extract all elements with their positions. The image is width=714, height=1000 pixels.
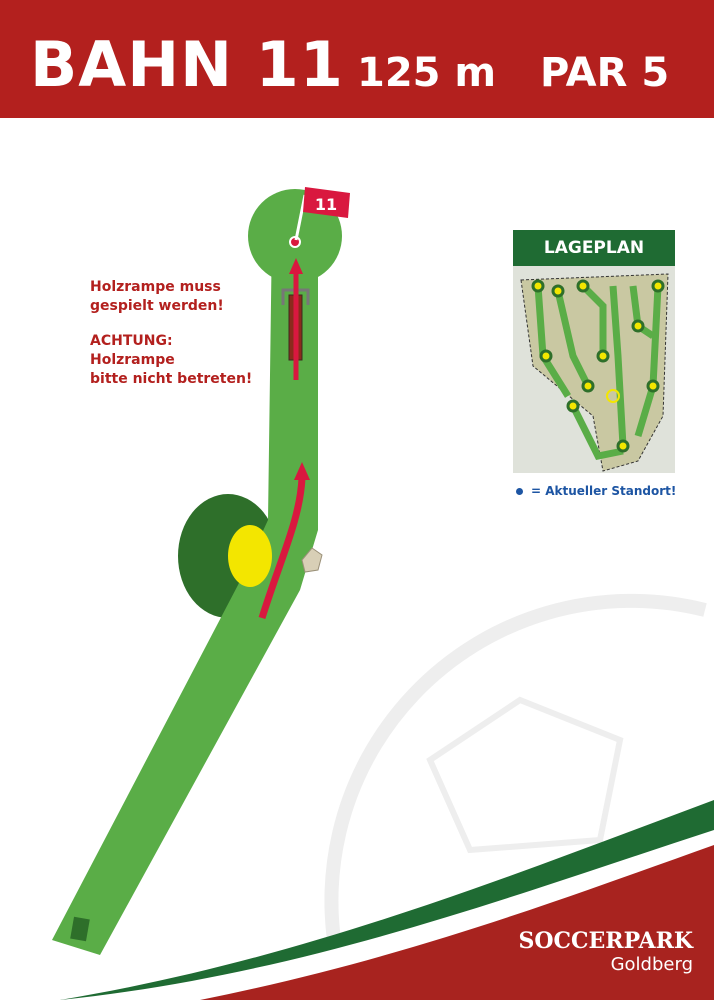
site-map-image [520, 273, 669, 472]
header-banner: BAHN 11 125 m PAR 5 [0, 0, 714, 118]
ramp-note-line: gespielt werden! [90, 298, 224, 314]
logo-name: SOCCERPARK [518, 928, 693, 954]
current-location-marker [606, 389, 620, 403]
site-map-legend: = Aktueller Standort! [516, 484, 676, 498]
hole-par: PAR 5 [540, 50, 670, 96]
site-map: LAGEPLAN [513, 230, 675, 473]
location-dot-icon [516, 488, 523, 495]
site-map-title: LAGEPLAN [513, 230, 675, 266]
warning-note: ACHTUNG: Holzrampe bitte nicht betreten! [90, 332, 252, 389]
soccerpark-logo: SOCCERPARK Goldberg [505, 928, 693, 975]
flag-number: 11 [315, 195, 337, 214]
stone-obstacle [301, 547, 323, 573]
hole-length: 125 m [357, 50, 497, 96]
ramp-note: Holzrampe muss gespielt werden! [90, 278, 224, 316]
logo-location: Goldberg [610, 954, 693, 975]
curved-arrow-head [294, 462, 310, 480]
ball-watermark [324, 593, 707, 993]
warning-title: ACHTUNG: [90, 333, 173, 349]
bunker [228, 525, 272, 587]
flag-pole [294, 194, 307, 241]
flag-icon [303, 187, 350, 218]
straight-arrow-head [289, 258, 303, 274]
tee-box [70, 916, 90, 942]
warning-line: Holzrampe [90, 352, 175, 368]
legend-text: = Aktueller Standort! [531, 484, 677, 498]
bottom-red-area [200, 845, 714, 1000]
ramp-note-line: Holzrampe muss [90, 279, 221, 295]
hole-title: BAHN 11 [30, 28, 344, 101]
warning-line: bitte nicht betreten! [90, 371, 253, 387]
curved-arrow [258, 477, 306, 620]
